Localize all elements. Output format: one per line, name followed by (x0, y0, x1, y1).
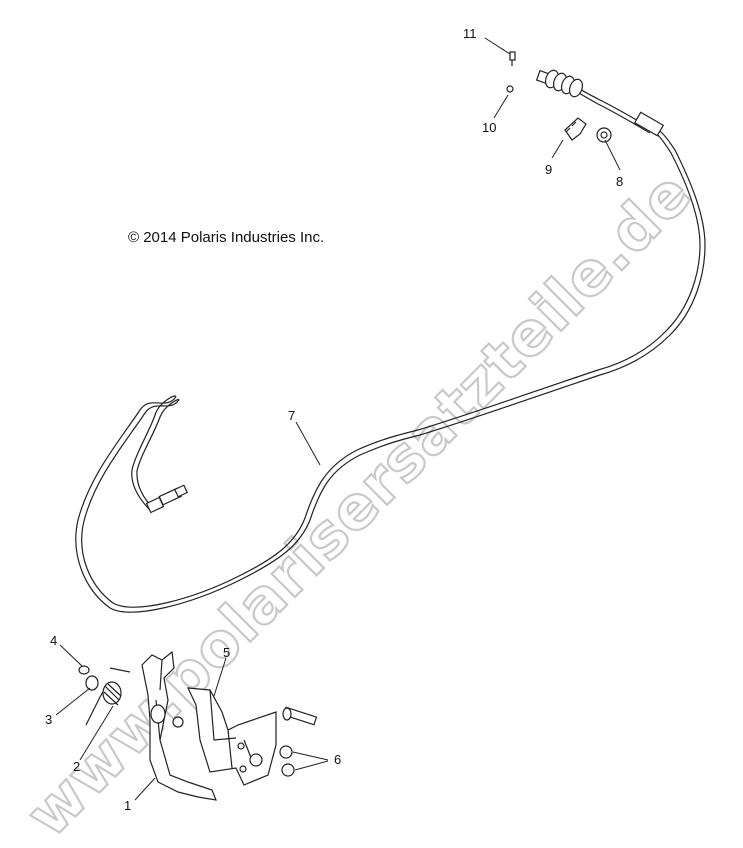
callout-7: 7 (288, 408, 295, 423)
copyright-notice: © 2014 Polaris Industries Inc. (128, 229, 325, 246)
screw-part-11 (509, 51, 516, 66)
cable-end-fitting (145, 484, 189, 514)
bushing-part-3 (85, 675, 99, 691)
nut-part-8 (596, 127, 612, 143)
leader-lines (55, 37, 621, 801)
clip-part-4 (78, 665, 90, 675)
callout-11: 11 (463, 26, 477, 41)
pedal-assembly (78, 650, 318, 801)
callout-6: 6 (334, 752, 341, 767)
callout-4: 4 (50, 633, 57, 648)
cable-spring-boot (535, 69, 665, 137)
throttle-cable (75, 87, 706, 613)
callout-5: 5 (223, 645, 230, 660)
callout-8: 8 (616, 174, 623, 189)
callout-2: 2 (73, 759, 80, 774)
nut-part-6b (281, 763, 295, 777)
callout-3: 3 (45, 712, 52, 727)
nut-part-6a (279, 745, 293, 759)
callout-9: 9 (545, 162, 552, 177)
watermark-text: www.polarisersatzteile.de (13, 158, 705, 848)
pin-part-10 (506, 85, 514, 93)
bracket-part-5 (187, 687, 277, 786)
clip-part-9 (564, 117, 587, 141)
callout-1: 1 (124, 798, 131, 813)
callout-10: 10 (482, 120, 496, 135)
